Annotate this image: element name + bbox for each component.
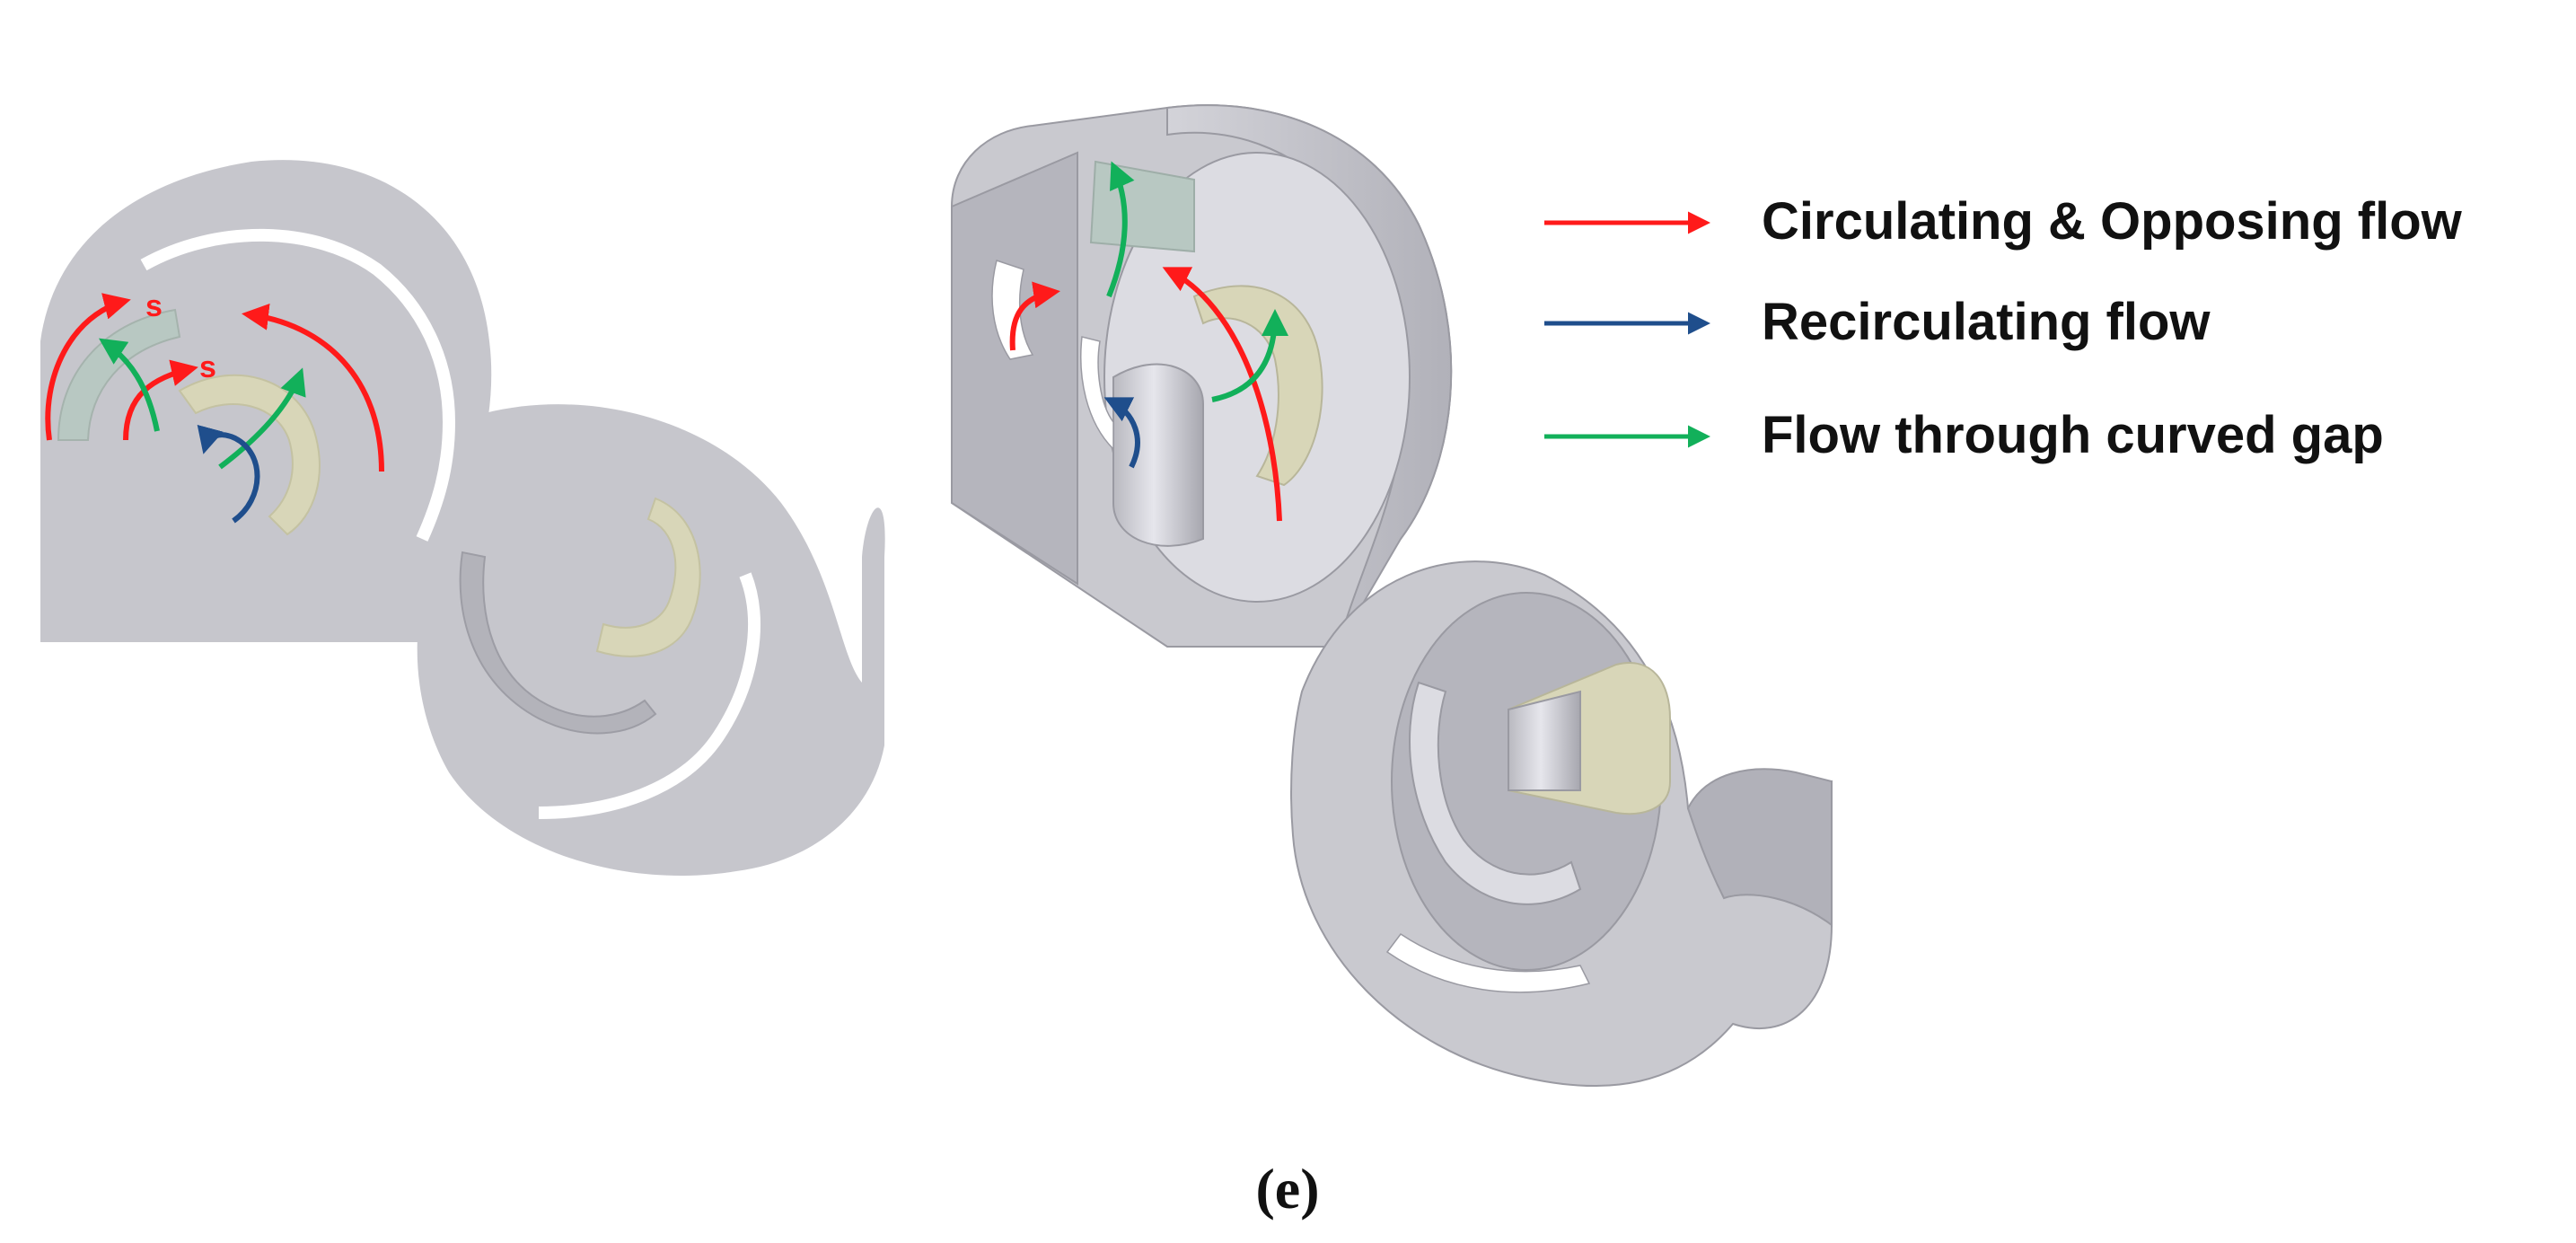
blue-recirculating-arrow-3d — [1103, 397, 1140, 469]
lower-white-gap — [1385, 932, 1591, 993]
red-flow-arrow-3d-main — [1162, 267, 1282, 522]
upper-tan-gap-3d — [1192, 285, 1323, 487]
figure-caption: (e) — [1255, 1157, 1319, 1221]
legend-label-recirculating: Recirculating flow — [1762, 293, 2211, 351]
blue-recirculating-arrow — [197, 424, 260, 524]
s-marker-2: s — [199, 350, 216, 384]
tan-gap-band-upper — [178, 374, 321, 536]
tan-gap-band-lower — [595, 497, 701, 657]
teal-gap-band-upper — [57, 308, 181, 441]
upper-cut-face — [951, 151, 1078, 586]
isometric-view-3d — [951, 104, 1833, 1088]
section-view-2d: s s — [40, 160, 885, 877]
legend-label-circulating: Circulating & Opposing flow — [1762, 192, 2463, 251]
green-flow-arrow-right — [218, 367, 306, 470]
green-flow-arrow-3d-upper — [1106, 161, 1135, 298]
upper-slot-left — [991, 260, 1034, 360]
legend-label-curved-gap: Flow through curved gap — [1762, 406, 2384, 464]
red-flow-arrow-left — [45, 293, 131, 441]
s-marker-1: s — [145, 289, 163, 323]
lower-shaft-core — [1508, 690, 1581, 791]
red-flow-arrow-right — [242, 303, 384, 472]
lower-outlet-trough — [1686, 768, 1833, 927]
green-flow-arrow-3d-lower — [1211, 309, 1288, 402]
red-flow-arrow-3d-left — [1009, 281, 1060, 351]
grey-gap-band-lower — [459, 551, 657, 735]
lower-inner-ring — [1409, 681, 1582, 905]
outer-curved-gap-upper — [140, 228, 456, 542]
outer-curved-gap-lower — [538, 572, 760, 819]
legend: Circulating & Opposing flow Recirculatin… — [1544, 192, 2463, 464]
green-flow-arrow-left — [99, 338, 160, 432]
upper-shaft — [1112, 363, 1204, 547]
